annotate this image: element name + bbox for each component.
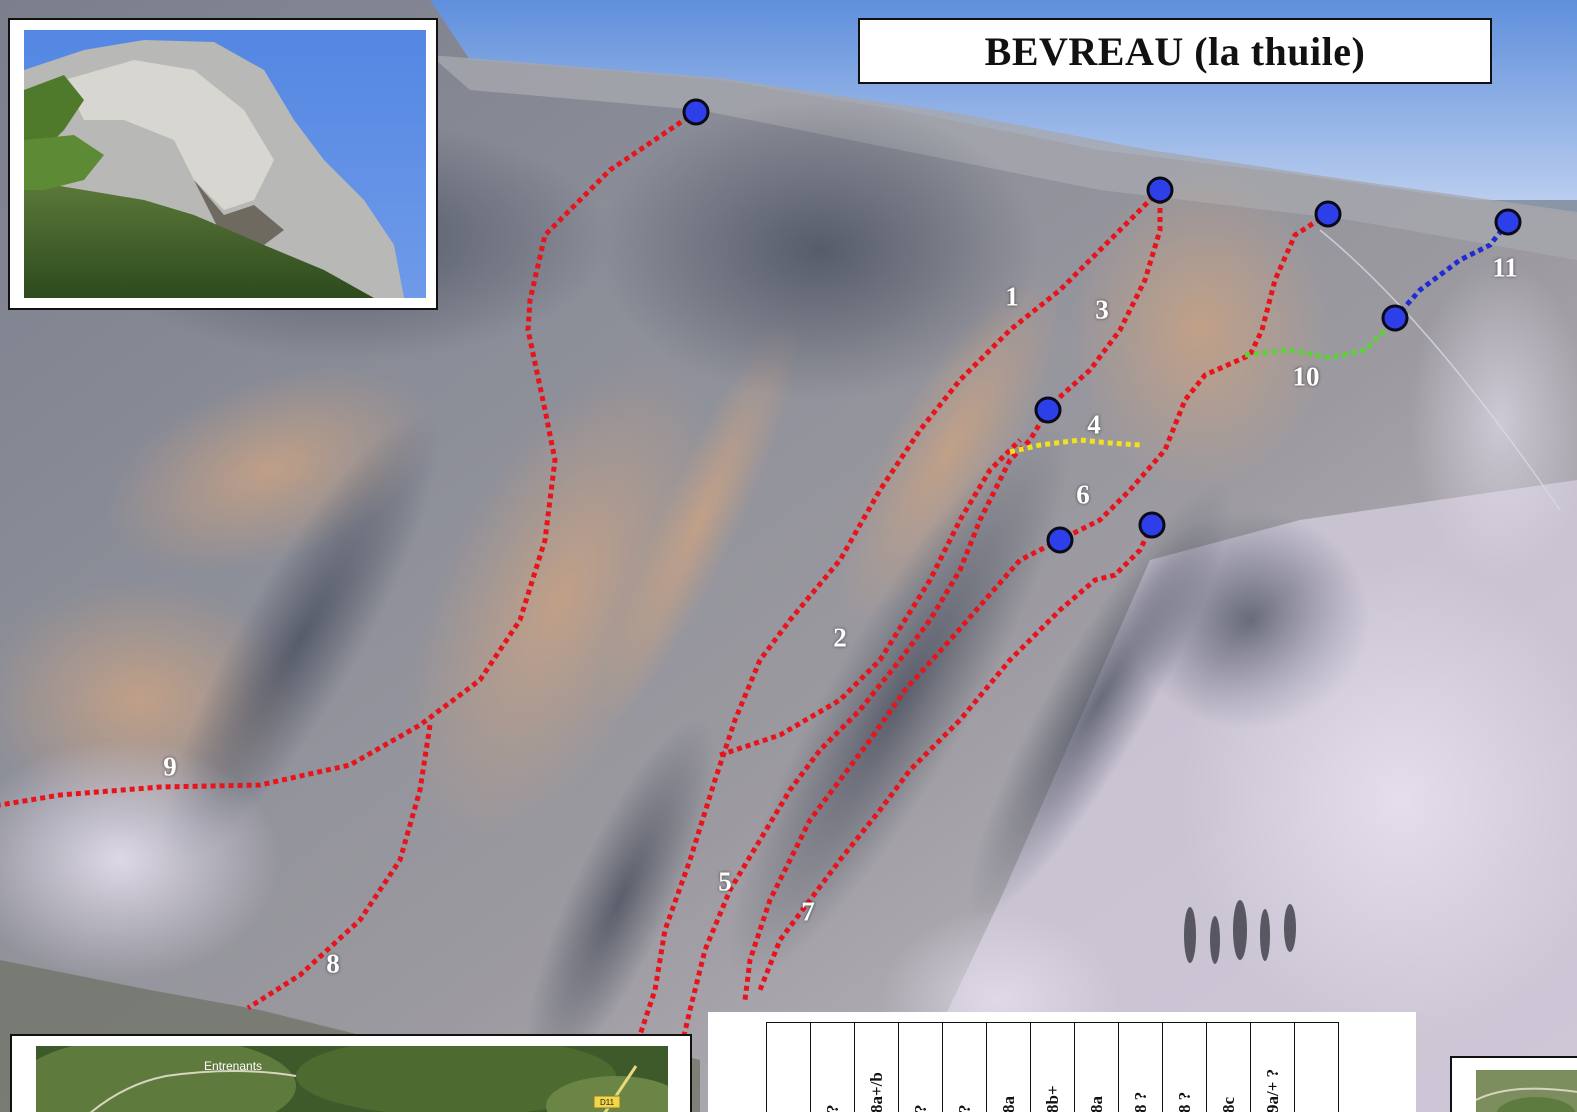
route-label-11: 11 [1492,252,1518,283]
grade-table-panel: ? 8a+/b?? 8a 8b+ 8a 8 ? 8 ? 8c 9a/+ ? [708,1012,1416,1112]
grade-table: ? 8a+/b?? 8a 8b+ 8a 8 ? 8 ? 8c 9a/+ ? [766,1022,1339,1112]
grade-value: 8a+/b [866,1072,886,1112]
topo-title: BEVREAU (la thuile) [858,18,1492,84]
grade-cell: 8c [1206,1022,1251,1112]
grade-cell: ? [942,1022,987,1112]
grade-cell: 8a [1074,1022,1119,1112]
grade-cell: 8a+/b [854,1022,899,1112]
route-label-3: 3 [1095,294,1109,325]
grade-cell [766,1022,811,1112]
route-label-10: 10 [1292,361,1320,392]
road-label: D11 [600,1098,615,1107]
location-map [1450,1056,1577,1112]
route-label-7: 7 [801,896,815,927]
grade-row: ? 8a+/b?? 8a 8b+ 8a 8 ? 8 ? 8c 9a/+ ? [766,1022,1339,1112]
grade-cell: ? [898,1022,943,1112]
grade-value: ? [822,1104,842,1112]
grade-value: 9a/+ ? [1262,1068,1282,1112]
route-label-6: 6 [1076,479,1090,510]
grade-value: 8 ? [1130,1091,1150,1112]
route-label-5: 5 [718,866,732,897]
grade-value: 8a [998,1096,1018,1112]
route-label-8: 8 [326,948,340,979]
crag-overview-image [24,30,426,298]
route-label-9: 9 [163,751,177,782]
grade-cell [1294,1022,1339,1112]
grade-value: ? [954,1104,974,1112]
grade-cell: 8b+ [1030,1022,1075,1112]
grade-cell: 8 ? [1118,1022,1163,1112]
crag-overview-photo [8,18,438,310]
approach-map-image: D11 Entrenants [36,1046,668,1112]
map-place-label: Entrenants [204,1059,262,1073]
grade-cell: 9a/+ ? [1250,1022,1295,1112]
grade-value: 8a [1086,1096,1106,1112]
grade-value: 8c [1218,1096,1238,1112]
grade-value: 8b+ [1042,1085,1062,1112]
grade-value: 8 ? [1174,1091,1194,1112]
route-label-1: 1 [1005,281,1019,312]
grade-cell: 8a [986,1022,1031,1112]
grade-value: ? [910,1104,930,1112]
approach-map: D11 Entrenants [10,1034,692,1112]
grade-cell: 8 ? [1162,1022,1207,1112]
location-map-image [1476,1070,1577,1112]
route-label-2: 2 [833,622,847,653]
route-label-4: 4 [1087,409,1101,440]
grade-cell: ? [810,1022,855,1112]
